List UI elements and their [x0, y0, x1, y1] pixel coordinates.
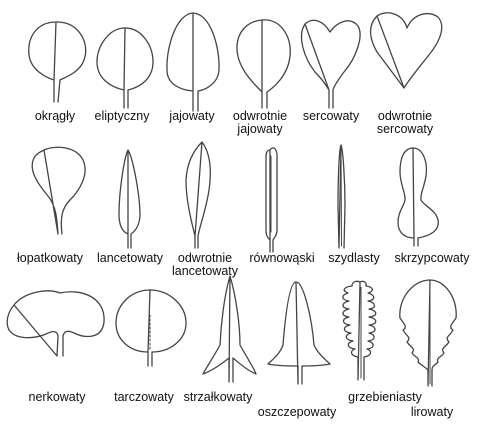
- label-okragly: okrągły: [34, 109, 76, 123]
- leaf-lirowaty-icon: [399, 279, 457, 387]
- leaf-szydlasty-icon: [337, 144, 346, 249]
- leaf-odwrotnie-lancetowaty-icon: [185, 141, 211, 249]
- leaf-odwrotnie-sercowaty-icon: [369, 12, 443, 89]
- label-nerkowaty: nerkowaty: [28, 390, 86, 404]
- label-lirowaty: lirowaty: [410, 405, 454, 419]
- label-szydlasty: szydlasty: [328, 251, 380, 265]
- leaf-oszczepowaty-icon: [267, 281, 331, 385]
- leaf-lancetowaty-icon: [118, 149, 141, 249]
- label-tarczowaty: tarczowaty: [114, 390, 174, 404]
- label-odwrotnie-lancetowaty: odwrotnie lancetowaty: [171, 251, 239, 278]
- leaf-strzalkowaty-icon: [202, 275, 257, 383]
- label-eliptyczny: eliptyczny: [94, 109, 150, 123]
- leaf-eliptyczny-icon: [96, 27, 154, 109]
- label-strzalkowaty: strzałkowaty: [183, 390, 253, 404]
- leaf-sercowaty-icon: [300, 19, 361, 109]
- label-rownowaski: równowąski: [249, 251, 315, 265]
- label-oszczepowaty: oszczepowaty: [257, 405, 337, 419]
- label-skrzypcowaty: skrzypcowaty: [394, 251, 470, 265]
- leaf-nerkowaty-icon: [6, 290, 105, 357]
- leaf-okragly-icon: [28, 21, 87, 103]
- leaf-rownowaski-icon: [265, 147, 278, 253]
- leaf-lopatkowaty-icon: [31, 146, 86, 235]
- label-odwrotnie-jajowaty: odwrotnie jajowaty: [232, 109, 288, 136]
- leaf-tarczowaty-icon: [115, 289, 187, 367]
- leaf-grzebieniasty-icon: [342, 280, 377, 381]
- label-lancetowaty: lancetowaty: [96, 251, 164, 265]
- label-odwrotnie-sercowaty: odwrotnie sercowaty: [376, 109, 434, 136]
- label-jajowaty: jajowaty: [169, 109, 215, 123]
- leaf-skrzypcowaty-icon: [397, 147, 439, 247]
- leaf-odwrotnie-jajowaty-icon: [236, 19, 291, 109]
- leaf-jajowaty-icon: [166, 12, 220, 112]
- label-sercowaty: sercowaty: [302, 109, 360, 123]
- label-lopatkowaty: łopatkowaty: [16, 251, 84, 265]
- label-grzebieniasty: grzebieniasty: [348, 390, 422, 404]
